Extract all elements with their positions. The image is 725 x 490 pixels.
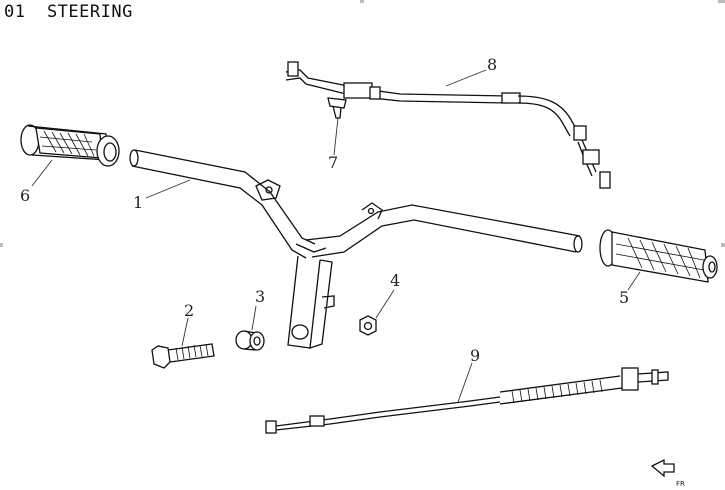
- callout-5: 5: [619, 288, 629, 307]
- callout-9: 9: [470, 346, 480, 365]
- nut-part[interactable]: [359, 315, 377, 336]
- adjuster-screw-part[interactable]: [327, 97, 347, 119]
- diagram-title: 01 STEERING: [4, 2, 133, 22]
- callout-8: 8: [487, 55, 497, 74]
- callout-3: 3: [255, 287, 265, 306]
- handlebar-part[interactable]: [129, 149, 583, 349]
- front-direction-arrow-icon: [650, 458, 675, 478]
- throttle-cable-part[interactable]: [285, 61, 611, 189]
- right-grip-part[interactable]: [599, 229, 718, 283]
- callout-4: 4: [390, 271, 400, 290]
- leader-lines: [31, 69, 641, 403]
- callout-2: 2: [184, 301, 194, 320]
- bushing-part[interactable]: [235, 330, 265, 351]
- left-grip-part[interactable]: [20, 124, 120, 167]
- brake-cable-part[interactable]: [265, 367, 669, 434]
- callout-7: 7: [328, 153, 338, 172]
- frame-markers: [0, 0, 725, 247]
- callout-6: 6: [20, 186, 30, 205]
- callout-1: 1: [133, 193, 143, 212]
- front-direction-text: FR: [676, 480, 685, 488]
- bolt-part[interactable]: [151, 343, 215, 369]
